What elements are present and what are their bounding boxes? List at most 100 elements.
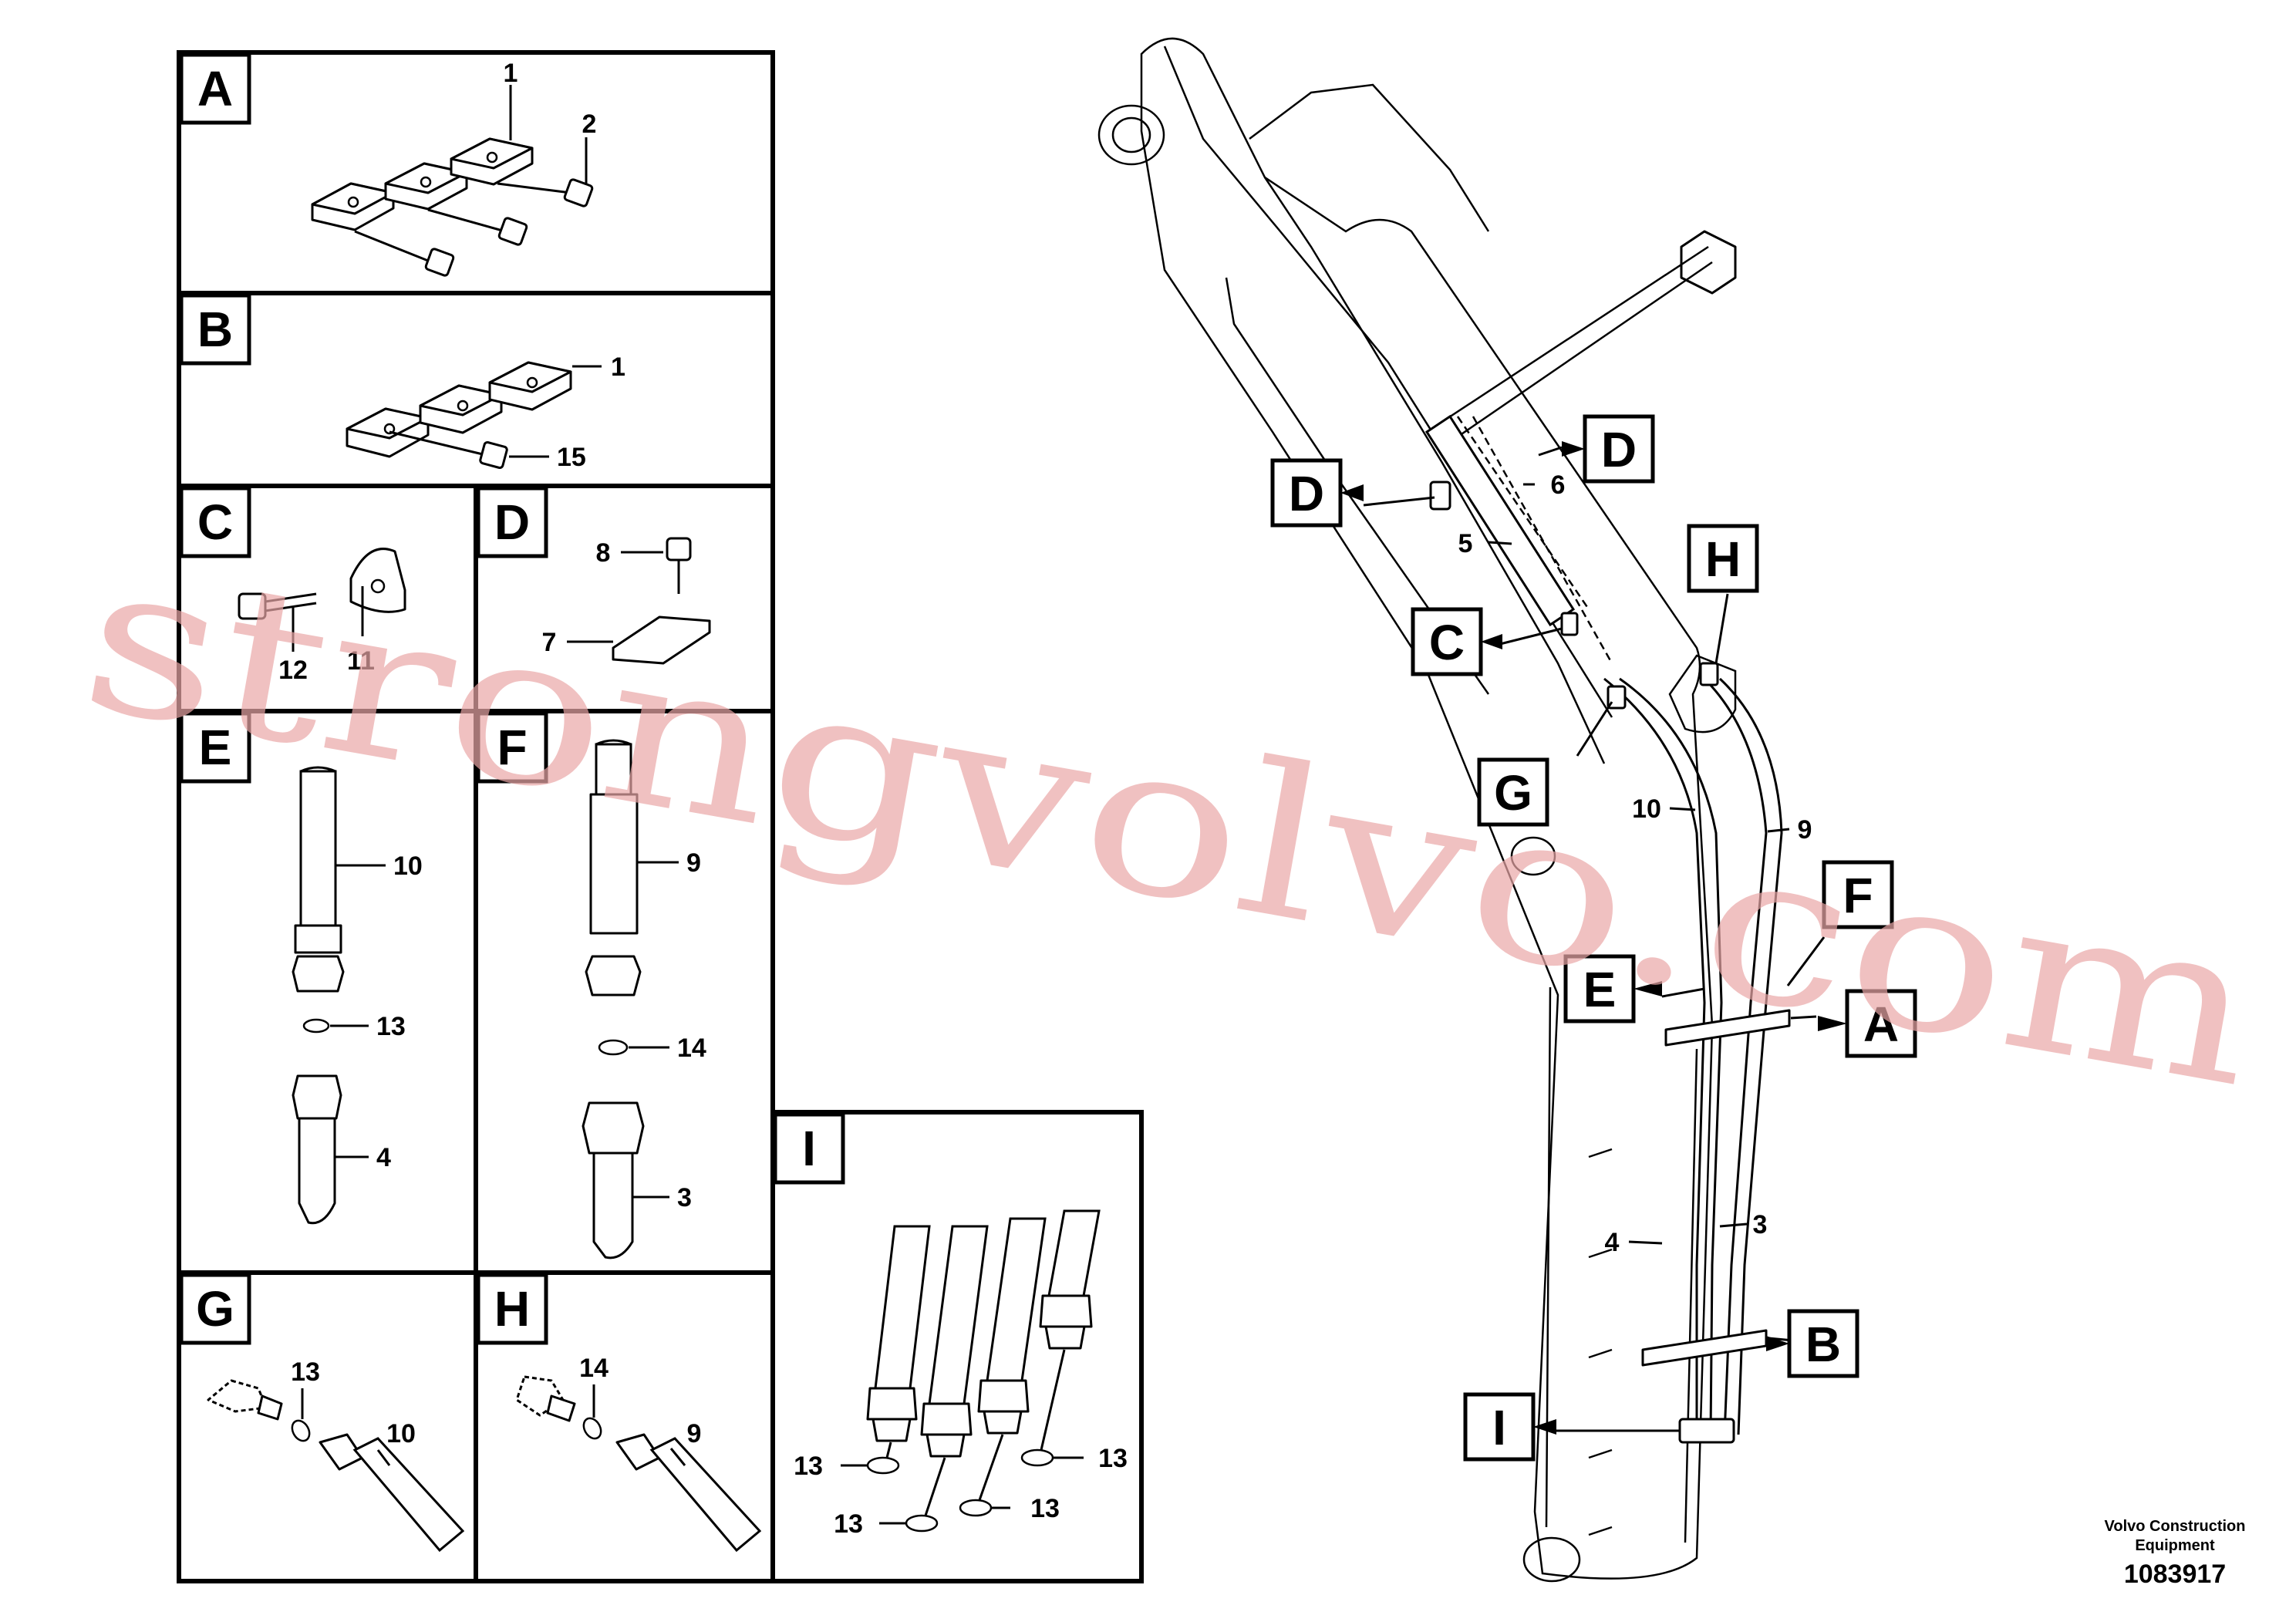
tag-e: E: [1563, 954, 1662, 1023]
bolt-icon: [354, 230, 455, 277]
boom-pivot-icon: [1097, 104, 1165, 166]
callout-h-14: 14: [579, 1354, 609, 1383]
hose-fitting-icon: [1678, 1418, 1735, 1444]
callout-main-5: 5: [1458, 529, 1473, 558]
bolt-icon: [238, 592, 317, 620]
panel-e-drawing: 10 13 4: [292, 766, 423, 1225]
callout-i-13-a: 13: [794, 1452, 823, 1481]
clamp-icon: [1429, 481, 1451, 511]
callout-main-10: 10: [1632, 794, 1661, 824]
tag-h: H: [1687, 524, 1759, 593]
callout-g-13: 13: [291, 1357, 320, 1387]
panel-c-drawing: 12 11: [238, 548, 406, 685]
hose-clamp-icon: [1664, 1009, 1791, 1047]
panel-letter-i: I: [773, 1112, 845, 1185]
clamp-block-icon: [488, 361, 572, 411]
panel-letter-e-text: E: [199, 720, 232, 775]
clamp-block-icon: [346, 407, 430, 458]
hose-end-icon: [977, 1217, 1047, 1435]
panel-letter-i-text: I: [802, 1121, 816, 1176]
tag-d-right-text: D: [1601, 422, 1637, 477]
panel-i-drawing: 13 13 13 13: [794, 1209, 1128, 1539]
o-ring-icon: [866, 1456, 900, 1475]
panel-letter-a-text: A: [197, 61, 233, 116]
bolt-icon: [497, 178, 594, 207]
panel-letter-d: D: [476, 486, 548, 558]
callout-d-7: 7: [542, 628, 557, 657]
panel-letter-b-text: B: [197, 302, 233, 357]
arm-pin-icon: [1522, 1536, 1581, 1583]
callout-d-8: 8: [596, 538, 611, 568]
panel-letter-a: A: [179, 52, 251, 125]
hose-end-icon: [920, 1225, 989, 1458]
panel-letter-c-text: C: [197, 494, 233, 550]
callout-main-3: 3: [1753, 1210, 1768, 1239]
panel-b-drawing: 1 15: [346, 352, 625, 472]
clamp-icon: [1560, 612, 1579, 636]
callout-e-10: 10: [393, 851, 423, 881]
panel-letter-f: F: [476, 711, 548, 784]
callout-a-2: 2: [582, 110, 597, 139]
clamp-block-icon: [384, 162, 468, 211]
panel-letter-f-text: F: [497, 720, 527, 775]
callout-i-13-c: 13: [1030, 1494, 1060, 1523]
clamp-plate-icon: [612, 615, 711, 665]
adapter-icon: [257, 1394, 283, 1421]
hose-fitting-icon: [294, 924, 342, 954]
footer-company-line2: Equipment: [2135, 1537, 2215, 1554]
boom-illustration: [1097, 37, 1791, 1583]
hose-clamp-icon: [1641, 1329, 1768, 1367]
panel-h-drawing: 14 9: [515, 1354, 762, 1553]
tag-c: C: [1411, 607, 1502, 676]
tag-c-text: C: [1429, 615, 1465, 670]
callout-b-15: 15: [557, 443, 586, 472]
hose-icon: [298, 1117, 336, 1225]
tag-b-text: B: [1805, 1317, 1841, 1372]
callout-i-13-d: 13: [1098, 1444, 1128, 1473]
panel-f-drawing: 9 14 3: [582, 739, 706, 1259]
tag-d-right: D: [1562, 414, 1655, 484]
hose-sleeve-icon: [589, 793, 639, 935]
o-ring-icon: [1020, 1448, 1054, 1467]
tag-i-text: I: [1492, 1400, 1506, 1455]
callout-f-14: 14: [677, 1034, 706, 1063]
nut-icon: [292, 955, 345, 993]
panel-g-drawing: 13 10: [207, 1357, 465, 1553]
callout-i-13-b: 13: [834, 1509, 863, 1539]
nut-icon: [585, 955, 642, 996]
hose-icon: [352, 1437, 465, 1553]
callout-e-13: 13: [376, 1012, 406, 1041]
hose-icon: [649, 1437, 762, 1553]
panel-letter-h: H: [476, 1273, 548, 1345]
tag-b: B: [1766, 1309, 1859, 1378]
cylinder-head-icon: [1668, 654, 1737, 733]
tag-g: G: [1477, 757, 1549, 827]
tag-d-left: D: [1270, 458, 1364, 528]
panel-d-drawing: 8 7: [542, 537, 711, 665]
tag-a-text: A: [1863, 996, 1899, 1052]
panel-grid: [177, 50, 1144, 1583]
tag-i: I: [1463, 1392, 1556, 1462]
bolt-icon: [666, 537, 692, 594]
callout-c-11: 11: [347, 646, 375, 676]
clamp-block-icon: [311, 182, 395, 231]
panel-letter-e: E: [179, 711, 251, 784]
callout-a-1: 1: [504, 59, 518, 88]
tag-g-text: G: [1494, 765, 1532, 821]
clamp-block-icon: [450, 137, 534, 186]
callout-f-9: 9: [686, 848, 701, 878]
hose-line-icon: [1424, 414, 1576, 627]
tag-d-left-text: D: [1289, 466, 1324, 521]
panel-letter-g: G: [179, 1273, 251, 1345]
callout-f-3: 3: [677, 1183, 692, 1212]
panel-letter-b: B: [179, 293, 251, 366]
callout-b-1: 1: [611, 352, 625, 382]
fitting-icon: [207, 1379, 268, 1413]
panel-letter-c: C: [179, 486, 251, 558]
hose-end-icon: [866, 1225, 931, 1442]
hose-end-icon: [1039, 1209, 1101, 1350]
callout-main-4: 4: [1605, 1228, 1620, 1257]
panel-letter-g-text: G: [196, 1281, 234, 1337]
hose-icon: [592, 1152, 634, 1259]
